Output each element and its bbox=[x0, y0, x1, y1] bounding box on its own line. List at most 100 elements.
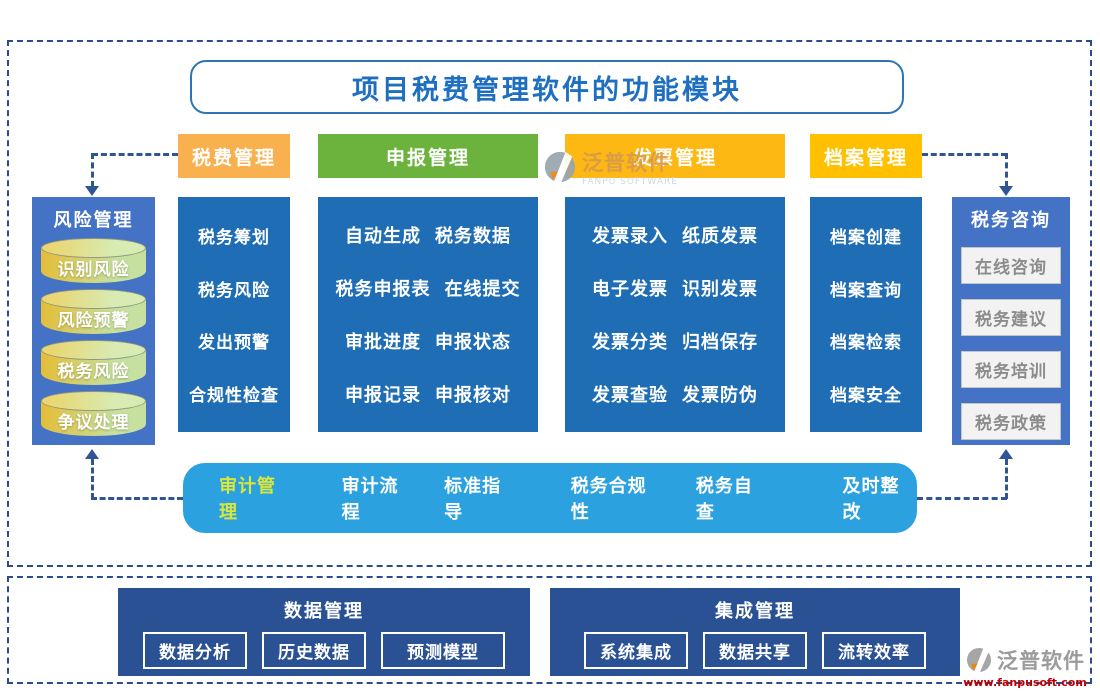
panel-row: 数据分析 历史数据 预测模型 bbox=[118, 632, 530, 669]
list-item: 自动生成 bbox=[345, 226, 421, 248]
list-item: 税务政策 bbox=[961, 403, 1061, 440]
list-item: 系统集成 bbox=[584, 632, 688, 669]
arrow-up-icon bbox=[85, 449, 99, 459]
list-item: 数据共享 bbox=[703, 632, 807, 669]
list-row: 发票录入 纸质发票 bbox=[565, 222, 785, 248]
list-item: 归档保存 bbox=[682, 331, 758, 353]
header-label: 申报管理 bbox=[385, 146, 470, 169]
watermark-center: 泛普软件 FANPU SOFTWARE bbox=[543, 147, 678, 187]
list-row: 税务申报表 在线提交 bbox=[318, 275, 538, 301]
arrow-up-icon bbox=[999, 449, 1013, 459]
header-label: 发票管理 bbox=[632, 146, 717, 169]
connector-top-right-v bbox=[1005, 153, 1008, 187]
list-row: 申报记录 申报核对 bbox=[318, 381, 538, 407]
panel-title: 数据管理 bbox=[284, 601, 364, 622]
list-item: 争议处理 bbox=[57, 413, 130, 433]
list-item: 流转效率 bbox=[822, 632, 926, 669]
list-item: 税务数据 bbox=[435, 226, 511, 248]
list-item: 数据分析 bbox=[143, 632, 247, 669]
list-item: 税务培训 bbox=[961, 351, 1061, 388]
column-declaration-items: 自动生成 税务数据 税务申报表 在线提交 审批进度 申报状态 申报记录 申报核对 bbox=[318, 197, 538, 432]
list-item: 档案创建 bbox=[830, 227, 902, 248]
list-item: 发出预警 bbox=[198, 333, 270, 354]
bottom-dashed-border bbox=[7, 576, 1092, 684]
watermark-subtitle: FANPU SOFTWARE bbox=[582, 177, 678, 187]
list-item: 发票防伪 bbox=[682, 384, 758, 406]
list-item: 税务风险 bbox=[198, 280, 270, 301]
list-item: 税务合规性 bbox=[570, 476, 647, 523]
list-row: 电子发票 识别发票 bbox=[565, 275, 785, 301]
list-item: 识别发票 bbox=[682, 279, 758, 301]
list-item: 申报状态 bbox=[435, 331, 511, 353]
list-item: 档案安全 bbox=[830, 386, 902, 407]
panel-row: 系统集成 数据共享 流转效率 bbox=[550, 632, 960, 669]
panel-title: 风险管理 bbox=[53, 210, 134, 231]
list-item: 发票查验 bbox=[592, 384, 668, 406]
list-item: 档案检索 bbox=[830, 333, 902, 354]
arrow-down-icon bbox=[85, 186, 99, 196]
logo-name: 泛普软件 bbox=[997, 649, 1085, 673]
list-item: 在线提交 bbox=[444, 279, 521, 301]
header-label: 税费管理 bbox=[191, 146, 276, 169]
list-item: 电子发票 bbox=[592, 279, 668, 301]
list-item: 纸质发票 bbox=[682, 226, 758, 248]
risk-management-panel: 风险管理 识别风险 风险预警 税务风险 争议处理 bbox=[32, 197, 155, 445]
connector-top-left-v bbox=[91, 153, 94, 187]
list-row: 发票查验 发票防伪 bbox=[565, 381, 785, 407]
diagram-title: 项目税费管理软件的功能模块 bbox=[190, 60, 904, 114]
list-item: 档案查询 bbox=[830, 280, 902, 301]
list-row: 自动生成 税务数据 bbox=[318, 222, 538, 248]
connector-top-right-h bbox=[922, 153, 1007, 156]
list-item: 发票录入 bbox=[592, 226, 668, 248]
list-item: 合规性检查 bbox=[189, 386, 279, 407]
diagram-title-text: 项目税费管理软件的功能模块 bbox=[352, 74, 742, 106]
connector-top-left-h bbox=[92, 153, 178, 156]
connector-bottom-right-v bbox=[1005, 459, 1008, 499]
list-item: 税务申报表 bbox=[335, 279, 431, 301]
column-archive-items: 档案创建 档案查询 档案检索 档案安全 bbox=[810, 197, 922, 432]
list-item: 历史数据 bbox=[262, 632, 366, 669]
header-invoice-management: 发票管理 bbox=[565, 134, 785, 178]
list-item: 税务风险 bbox=[57, 362, 130, 382]
header-tax-management: 税费管理 bbox=[178, 134, 290, 178]
audit-management-bar: 审计管理 审计流程 标准指导 税务合规性 税务自查 及时整改 bbox=[183, 463, 917, 533]
panel-title: 税务咨询 bbox=[971, 210, 1051, 231]
panel-title: 集成管理 bbox=[715, 601, 795, 622]
list-row: 审批进度 申报状态 bbox=[318, 328, 538, 354]
list-item: 税务自查 bbox=[695, 476, 753, 523]
connector-bottom-left-h bbox=[91, 497, 183, 500]
header-declaration-management: 申报管理 bbox=[318, 134, 538, 178]
list-item: 风险预警 bbox=[57, 311, 130, 331]
data-management-panel: 数据管理 数据分析 历史数据 预测模型 bbox=[118, 588, 530, 676]
arrow-down-icon bbox=[999, 186, 1013, 196]
database-cylinder-icon: 税务风险 bbox=[41, 340, 146, 385]
watermark-name: 泛普软件 bbox=[582, 151, 670, 175]
tax-consulting-panel: 税务咨询 在线咨询 税务建议 税务培训 税务政策 bbox=[952, 197, 1070, 445]
list-item: 税务筹划 bbox=[198, 227, 270, 248]
column-invoice-items: 发票录入 纸质发票 电子发票 识别发票 发票分类 归档保存 发票查验 发票防伪 bbox=[565, 197, 785, 432]
logo-url: www.fanpusoft.com bbox=[963, 676, 1087, 689]
list-item: 及时整改 bbox=[842, 476, 900, 523]
main-dashed-border bbox=[7, 40, 1092, 567]
list-item: 税务建议 bbox=[961, 299, 1061, 336]
database-cylinder-icon: 争议处理 bbox=[41, 391, 146, 436]
list-item: 申报核对 bbox=[435, 384, 511, 406]
fanpu-logo-icon bbox=[967, 648, 991, 675]
database-cylinder-icon: 识别风险 bbox=[41, 238, 146, 283]
header-archive-management: 档案管理 bbox=[810, 134, 922, 178]
audit-bar-title: 审计管理 bbox=[219, 476, 276, 523]
list-item: 在线咨询 bbox=[961, 247, 1061, 284]
list-item: 预测模型 bbox=[381, 632, 505, 669]
list-item: 申报记录 bbox=[345, 384, 421, 406]
connector-bottom-left-v bbox=[91, 459, 94, 499]
integration-management-panel: 集成管理 系统集成 数据共享 流转效率 bbox=[550, 588, 960, 676]
connector-bottom-right-h bbox=[917, 497, 1007, 500]
list-item: 审计流程 bbox=[341, 476, 399, 523]
list-item: 审批进度 bbox=[345, 331, 421, 353]
list-item: 标准指导 bbox=[444, 476, 502, 523]
list-row: 发票分类 归档保存 bbox=[565, 328, 785, 354]
column-tax-items: 税务筹划 税务风险 发出预警 合规性检查 bbox=[178, 197, 290, 432]
fanpu-logo-bottom-right: 泛普软件 www.fanpusoft.com bbox=[952, 645, 1098, 689]
fanpu-logo-icon bbox=[544, 151, 576, 185]
